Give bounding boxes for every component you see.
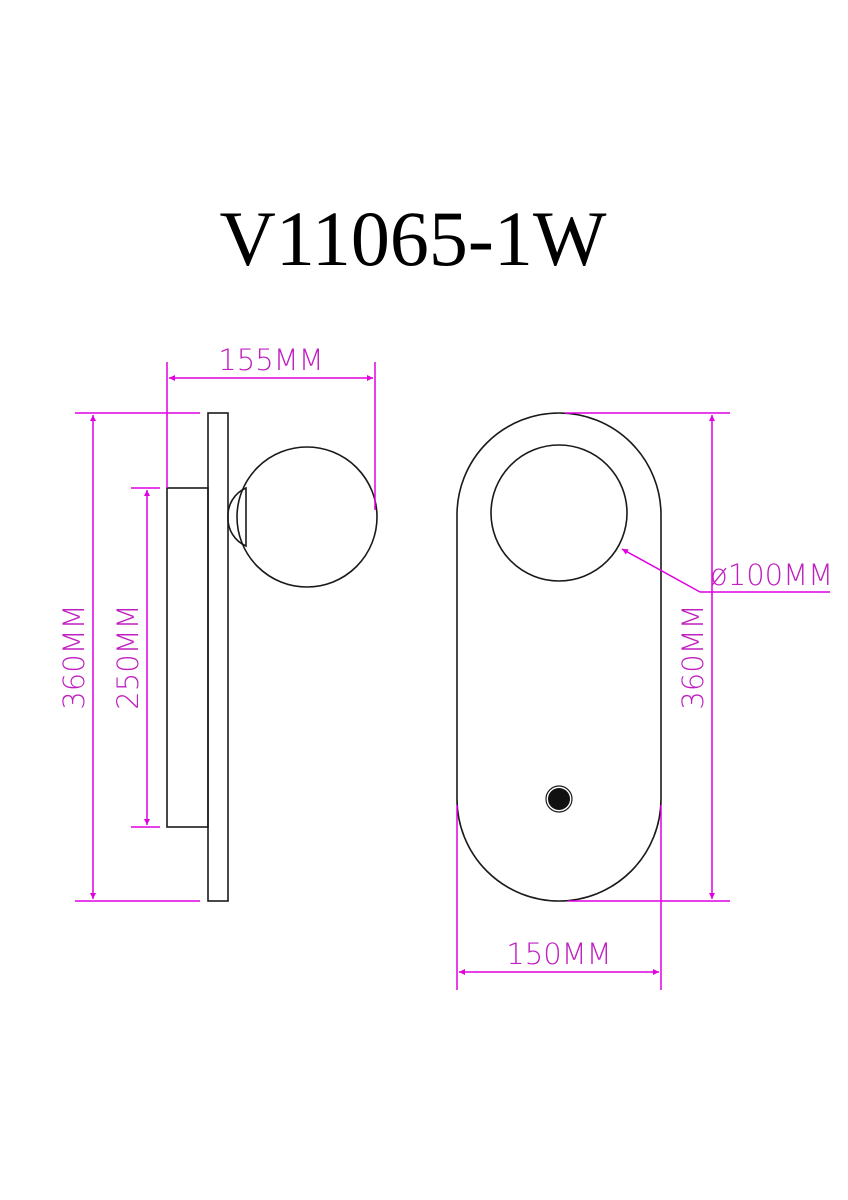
model-title: V11065-1W <box>219 195 606 282</box>
front-view <box>456 412 662 902</box>
side-socket-cap <box>227 486 247 548</box>
side-total-height-label: 360MM <box>57 604 91 709</box>
depth-label: 155MM <box>218 343 323 377</box>
side-globe <box>236 446 378 588</box>
front-backplate <box>456 412 662 902</box>
canopy-height-label: 250MM <box>111 604 145 709</box>
globe-diameter-label: ø100MM <box>710 558 833 592</box>
front-dimensions <box>456 412 830 990</box>
side-wall-plate <box>207 412 229 902</box>
front-total-height-label: 360MM <box>676 604 710 709</box>
width-label: 150MM <box>506 937 611 971</box>
side-dimensions <box>75 362 376 902</box>
side-canopy-box <box>166 487 209 828</box>
side-view <box>166 412 378 902</box>
front-globe <box>490 444 628 582</box>
